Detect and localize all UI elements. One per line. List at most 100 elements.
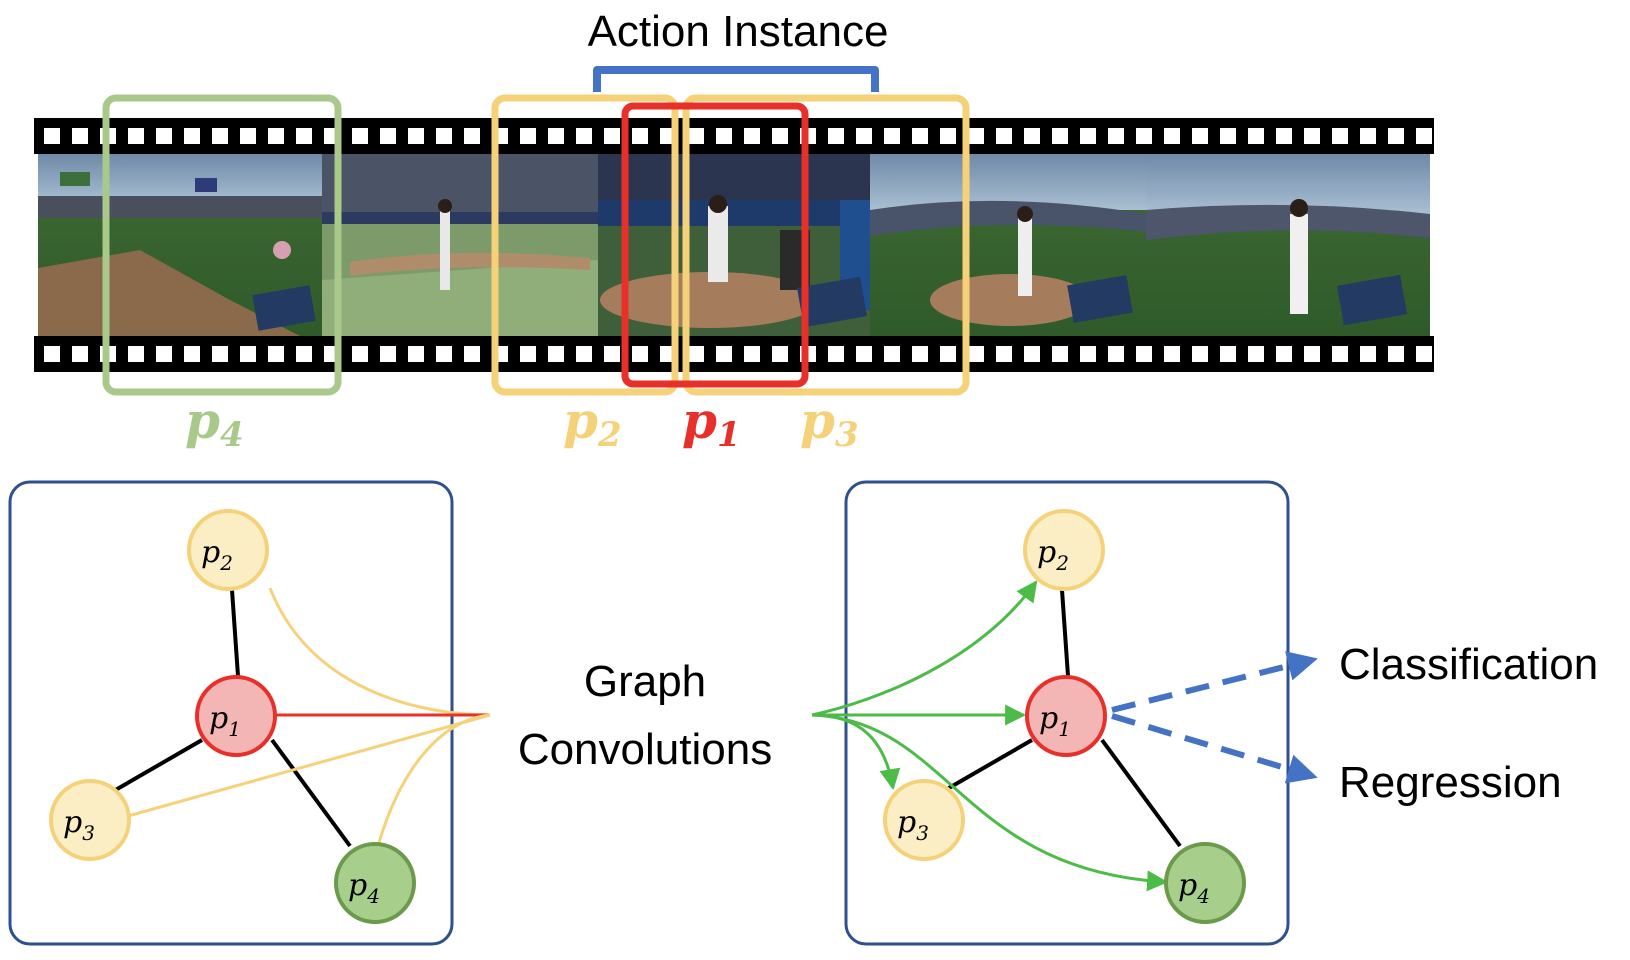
film-perforation: [1108, 128, 1124, 144]
film-perforation: [1024, 128, 1040, 144]
green-arrow-to-p2: [811, 580, 1038, 717]
film-perforation: [772, 128, 788, 144]
film-perforation: [996, 346, 1012, 362]
right-graph-panel: p2 p1 p3 p4: [811, 480, 1290, 946]
film-perforation: [1388, 346, 1404, 362]
film-perforation: [380, 128, 396, 144]
node-p1-left: p1: [195, 675, 277, 757]
film-perforation: [268, 128, 284, 144]
film-perforation: [1248, 346, 1264, 362]
film-perforation: [1416, 346, 1432, 362]
film-perforation: [1248, 128, 1264, 144]
svg-text:p2: p2: [201, 535, 233, 575]
film-perforation: [72, 128, 88, 144]
film-perforation: [296, 346, 312, 362]
film-perforation: [716, 128, 732, 144]
film-perforation: [1360, 346, 1376, 362]
film-perforation: [436, 128, 452, 144]
film-perforation: [856, 346, 872, 362]
film-frame-5: [1146, 154, 1430, 336]
film-perforation: [688, 346, 704, 362]
label-p3: p3: [800, 391, 859, 455]
film-perforation: [1052, 128, 1068, 144]
film-perforation: [604, 346, 620, 362]
node-p4-left: p4: [334, 842, 416, 924]
film-perforation: [156, 346, 172, 362]
label-p1: p1: [682, 391, 741, 455]
film-perforation: [1136, 346, 1152, 362]
film-perforation: [968, 128, 984, 144]
film-perforation: [352, 128, 368, 144]
edge-p1-p4-right: [1100, 738, 1182, 848]
film-perforation: [240, 128, 256, 144]
film-perforation: [1136, 128, 1152, 144]
film-perforation: [44, 346, 60, 362]
film-frame-3: [598, 154, 870, 336]
film-perforation: [604, 128, 620, 144]
film-perforation: [1192, 346, 1208, 362]
node-p3-right: p3: [883, 779, 965, 861]
svg-text:p1: p1: [209, 701, 241, 741]
proposal-box-p4: [102, 94, 342, 396]
film-perforation: [296, 128, 312, 144]
proposal-box-p1: [621, 102, 809, 388]
film-perforation: [156, 128, 172, 144]
svg-text:p3: p3: [63, 805, 95, 845]
film-perforation: [212, 128, 228, 144]
film-perforation: [1164, 128, 1180, 144]
film-perforation: [1276, 128, 1292, 144]
film-perforation: [1332, 346, 1348, 362]
film-perforation: [1052, 346, 1068, 362]
film-perforation: [380, 346, 396, 362]
film-perforation: [968, 346, 984, 362]
film-perforation: [212, 346, 228, 362]
film-perforation: [1304, 346, 1320, 362]
film-perforations-bottom: [44, 346, 1432, 362]
action-instance-bracket: [593, 66, 879, 92]
graph-convolutions-line2: Convolutions: [518, 725, 772, 774]
edge-p1-p3: [110, 738, 204, 794]
edge-p1-p2-right: [1060, 589, 1070, 677]
film-perforation: [1304, 128, 1320, 144]
film-perforation: [688, 128, 704, 144]
aggregation-line-p3: [127, 713, 491, 818]
node-p2-right: p2: [1023, 509, 1105, 591]
film-perforation: [464, 346, 480, 362]
film-perforation: [576, 346, 592, 362]
dashed-arrow-regression: [1111, 713, 1318, 784]
green-arrow-to-p3: [811, 713, 901, 791]
film-perforation: [1024, 346, 1040, 362]
film-frame-1: [38, 154, 322, 336]
film-perforation: [716, 346, 732, 362]
film-perforation: [940, 128, 956, 144]
output-regression: Regression: [1339, 758, 1562, 807]
film-perforation: [520, 128, 536, 144]
svg-text:p4: p4: [1178, 868, 1210, 908]
film-perforation: [1388, 128, 1404, 144]
film-perforation: [856, 128, 872, 144]
node-p3-left: p3: [49, 779, 131, 861]
film-perforation: [744, 346, 760, 362]
film-perforation: [72, 346, 88, 362]
proposal-box-p2: [491, 94, 679, 396]
film-perforations-top: [44, 128, 1432, 144]
film-perforation: [1080, 346, 1096, 362]
film-perforation: [128, 128, 144, 144]
film-perforation: [408, 128, 424, 144]
node-p2-left: p2: [187, 509, 269, 591]
film-perforation: [1416, 128, 1432, 144]
film-perforation: [1080, 128, 1096, 144]
svg-text:p4: p4: [348, 868, 380, 908]
left-graph-panel: p2 p1 p3 p4: [8, 480, 491, 946]
edge-p1-p3-right: [940, 738, 1034, 794]
film-perforation: [1220, 128, 1236, 144]
film-perforation: [772, 346, 788, 362]
film-perforation: [128, 346, 144, 362]
film-perforation: [828, 346, 844, 362]
film-perforation: [352, 346, 368, 362]
film-perforation: [408, 346, 424, 362]
film-perforation: [996, 128, 1012, 144]
film-perforation: [632, 346, 648, 362]
dashed-arrow-classification: [1111, 651, 1318, 713]
svg-text:p1: p1: [1039, 701, 1071, 741]
